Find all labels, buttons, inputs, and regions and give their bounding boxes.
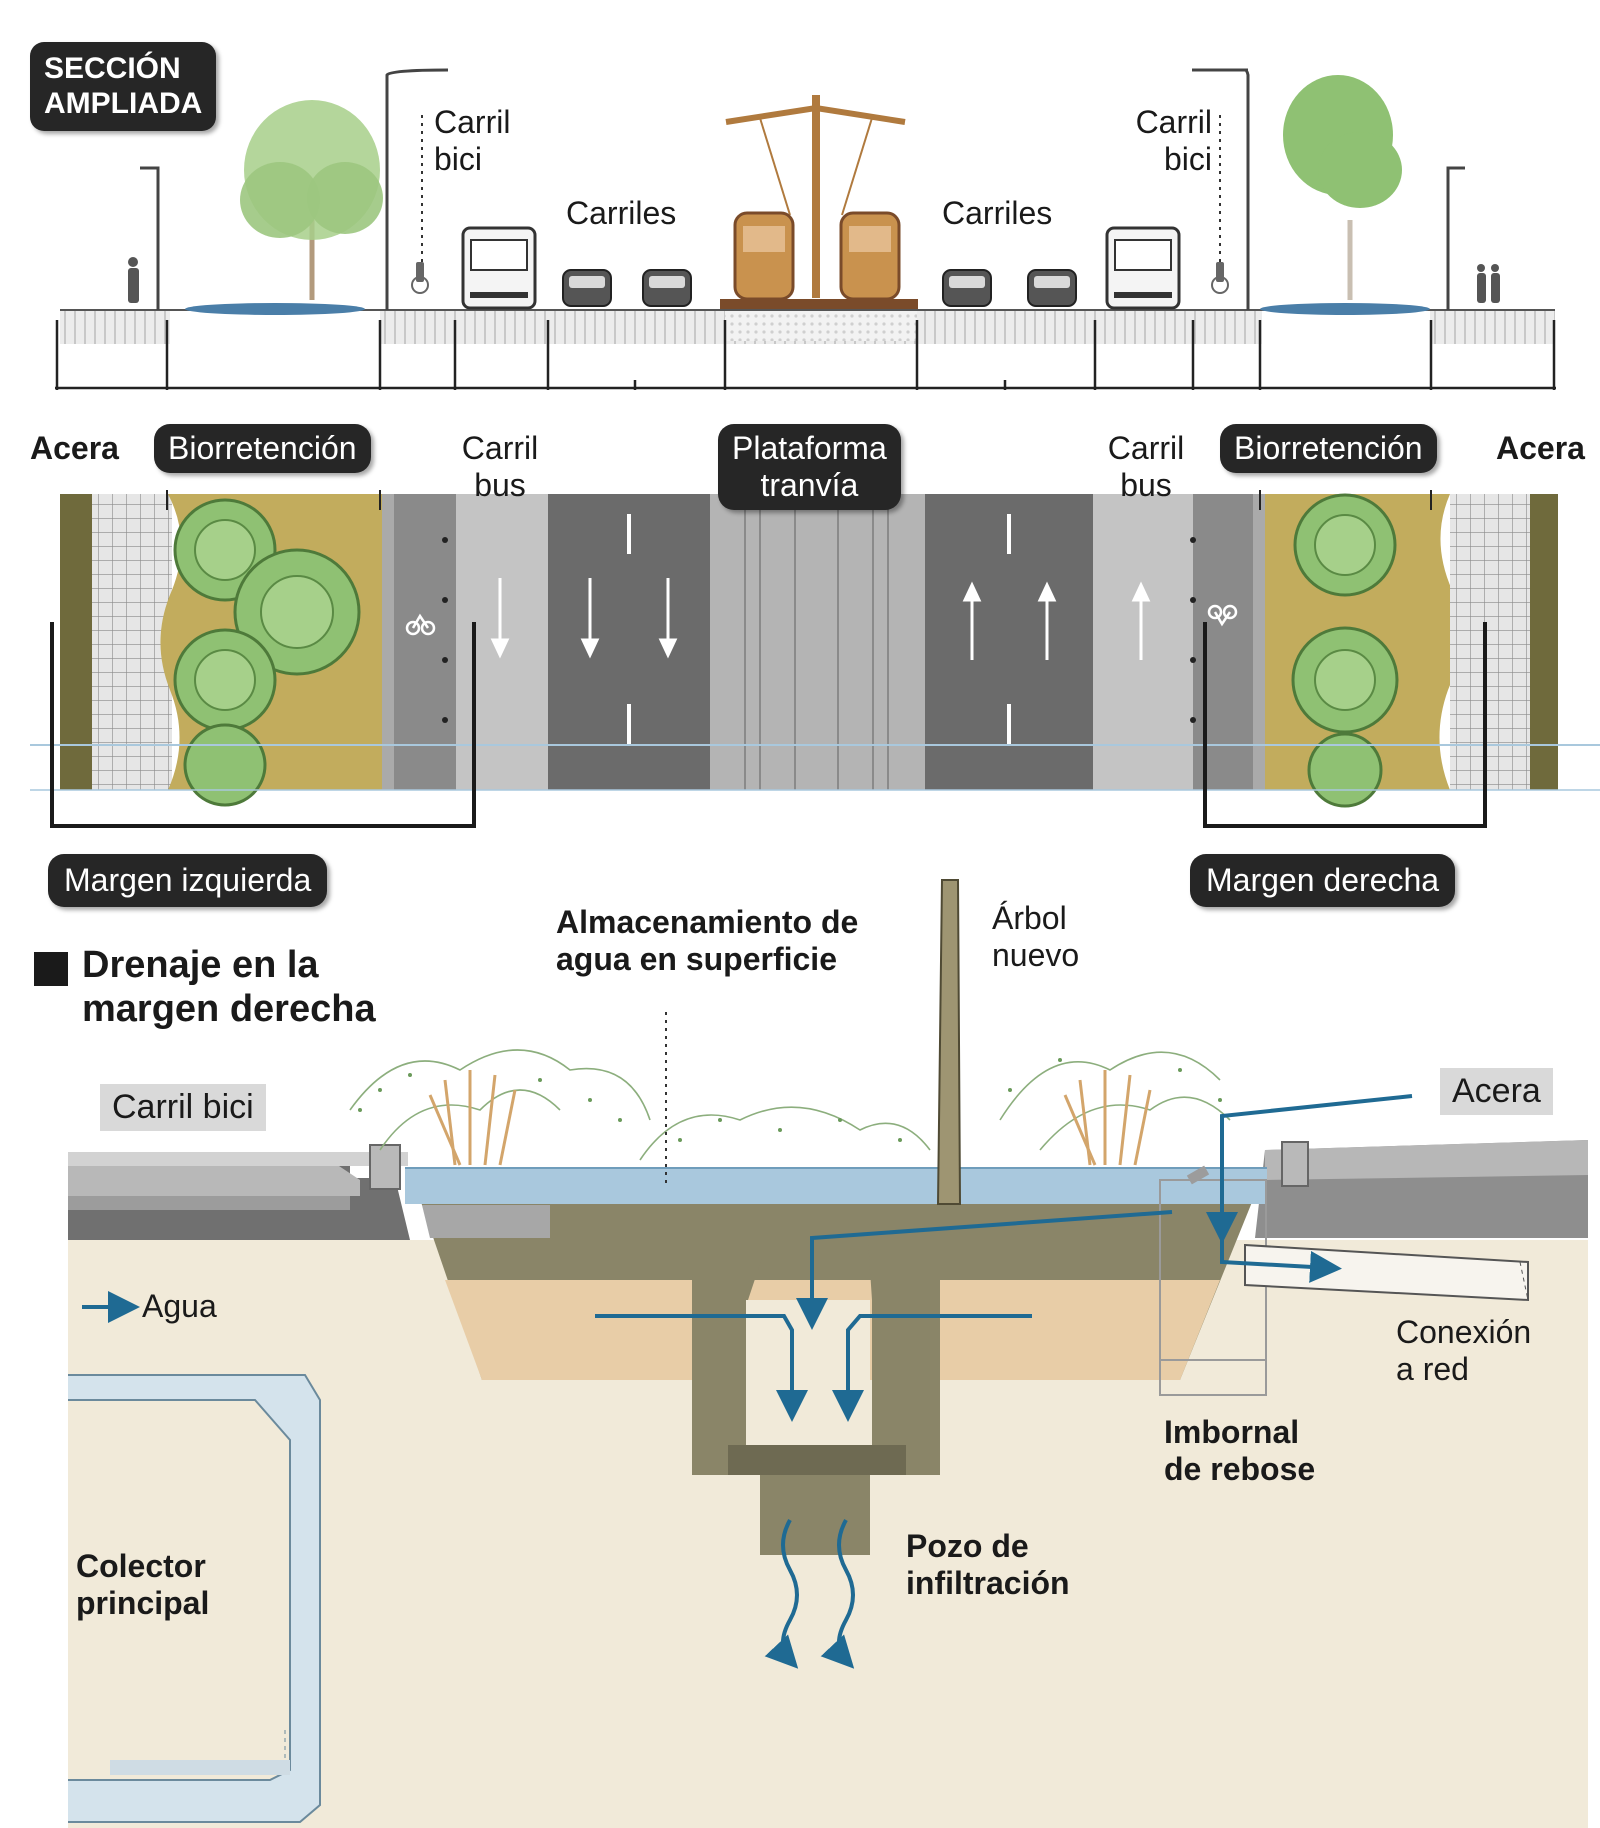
pedestrian-icon (128, 257, 1500, 303)
sidewalk-left-label: Acera (30, 430, 119, 466)
water-legend-label: Agua (142, 1288, 217, 1324)
bioretention-right-label: Biorretención (1220, 424, 1437, 473)
bike-lane-right-label: Carril bici (1135, 104, 1212, 177)
sidewalk-edge-right (1530, 494, 1558, 790)
tram-icon (725, 95, 906, 301)
margin-left-label: Margen izquierda (48, 854, 328, 907)
sidewalk-left (92, 494, 172, 790)
bike-lane-left-label: Carril bici (434, 104, 511, 177)
water-arrow-icon (82, 1094, 1413, 1669)
sidewalk-tag: Acera (1440, 1068, 1553, 1115)
bus-icon (461, 226, 1181, 310)
section-title-marker (34, 952, 68, 986)
vegetation (349, 1049, 1231, 1166)
bioretention-left-label: Biorretención (154, 424, 371, 473)
tram-platform-label: Plataforma tranvía (718, 424, 901, 510)
bike-lane-tag: Carril bici (100, 1084, 266, 1131)
new-tree-label: Árbol nuevo (992, 900, 1080, 973)
overflow-drain-label: Imbornal de rebose (1164, 1414, 1316, 1487)
bioretention-gap-right (1262, 310, 1430, 344)
bus-lane-right (1093, 494, 1193, 790)
tree-left-section (240, 100, 383, 300)
lane-arrow-icon (490, 578, 1151, 660)
water-surface (405, 1168, 1267, 1204)
bus-lane-right-label: Carril bus (1107, 430, 1185, 503)
surface-storage-label: Almacenamiento de agua en superficie (556, 904, 859, 977)
network-connection-label: Conexión a red (1396, 1314, 1532, 1387)
cyclist-icon (411, 262, 1229, 294)
street-lamp-left (140, 68, 449, 310)
drainage-section (34, 879, 1588, 1828)
overflow-drain-box (1159, 1179, 1267, 1396)
street-plan-view (30, 490, 1600, 828)
tree-top-view-icon (173, 493, 1399, 808)
margin-right-label: Margen derecha (1190, 854, 1456, 907)
tree-trunk (936, 879, 962, 1205)
badge-line-1: SECCIÓN (44, 52, 181, 85)
bike-lane-left (394, 494, 456, 790)
pond-right (1260, 303, 1430, 315)
tree-right-section (1283, 75, 1402, 300)
tram-base (720, 299, 918, 309)
sidewalk-edge-left (60, 494, 92, 790)
bike-symbol-icon (405, 604, 1238, 636)
drainage-title: Drenaje en la margen derecha (82, 944, 376, 1030)
lanes-left-label: Carriles (566, 195, 677, 231)
section-badge: SECCIÓN AMPLIADA (30, 42, 217, 131)
lanes-right-label: Carriles (942, 195, 1053, 231)
badge-line-2: AMPLIADA (44, 86, 203, 120)
street-lamp-right (1192, 68, 1465, 310)
bus-lane-left-label: Carril bus (461, 430, 539, 503)
bracket-right (1203, 622, 1487, 828)
sidewalk-right-label: Acera (1496, 430, 1585, 466)
pond-left (185, 303, 365, 315)
curb-left (369, 1144, 401, 1190)
main-collector-label: Colector principal (76, 1548, 210, 1621)
infiltration-well-label: Pozo de infiltración (906, 1528, 1070, 1601)
infiltration-well (692, 1204, 940, 1475)
bracket-left (50, 622, 476, 828)
street-cross-section (55, 68, 1556, 390)
bioretention-gap-left (170, 310, 380, 344)
curb-right (1281, 1141, 1309, 1187)
